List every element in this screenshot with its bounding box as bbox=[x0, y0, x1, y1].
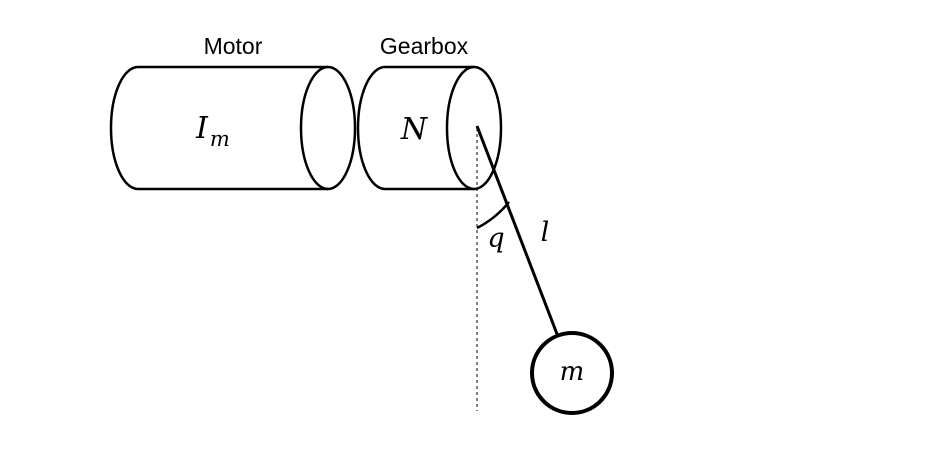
gear-ratio-label: N bbox=[400, 112, 429, 147]
gearbox-cylinder bbox=[356, 65, 503, 191]
motor-inertia-label: Im bbox=[195, 111, 230, 151]
gearbox-cylinder-end-face bbox=[445, 65, 503, 191]
pendulum-rod bbox=[475, 125, 559, 335]
pendulum-mass bbox=[530, 331, 614, 415]
motor-inertia-subscript: m bbox=[210, 127, 230, 151]
gearbox-label: Gearbox bbox=[380, 33, 469, 59]
length-label: l bbox=[541, 217, 550, 248]
motor-cylinder-end-face bbox=[299, 65, 357, 191]
motor-cylinder-body bbox=[109, 65, 328, 191]
angle-arc bbox=[476, 201, 510, 230]
mass-label: m bbox=[560, 357, 585, 387]
angle-label: q bbox=[487, 223, 504, 254]
gearbox-cylinder-body bbox=[356, 65, 474, 191]
motor-cylinder bbox=[109, 65, 357, 191]
motor-label: Motor bbox=[204, 33, 263, 59]
motor-inertia-symbol: I bbox=[195, 111, 209, 146]
